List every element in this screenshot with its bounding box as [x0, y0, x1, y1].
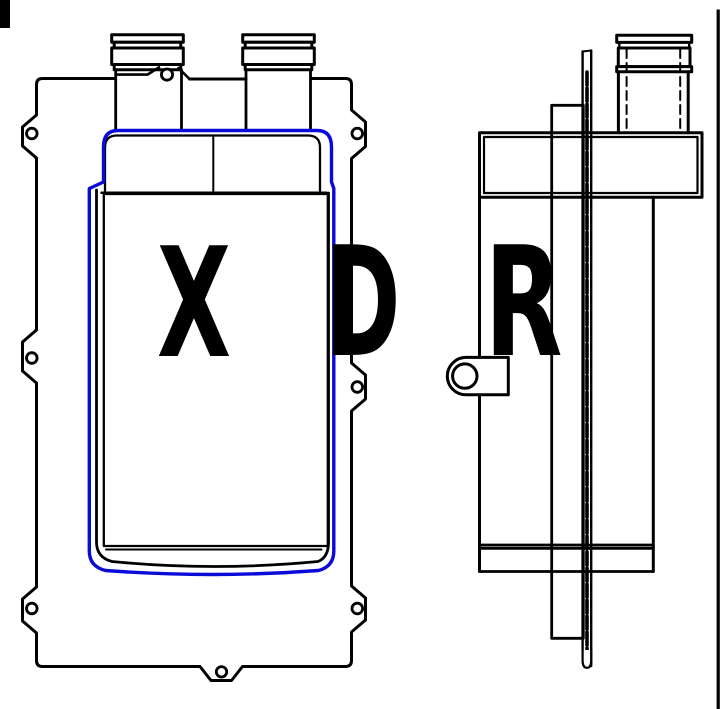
marking-side-body: R [485, 214, 563, 391]
screw-hole [25, 126, 39, 141]
screw-hole [350, 380, 365, 394]
screw-hole [350, 126, 365, 141]
label-area [102, 192, 329, 548]
screw-hole [214, 665, 229, 679]
connector-cap-left [110, 33, 191, 132]
cap-tether-detail [114, 66, 191, 81]
bottom-flange [478, 543, 655, 573]
marking-front-body: X [157, 215, 231, 392]
seal-gasket-outline [87, 128, 336, 577]
rear-bar [550, 103, 585, 640]
corner-mark [0, 0, 10, 28]
front-view: X D [21, 33, 401, 682]
side-view: R [445, 33, 704, 669]
screw-hole [350, 601, 365, 616]
device-body [95, 134, 330, 568]
plate-bottom-tip [581, 648, 593, 669]
body-outline [95, 188, 330, 568]
screw-hole [25, 351, 39, 365]
screw-hole [25, 601, 39, 616]
connector-cap-right [241, 33, 316, 132]
connector-hidden-lines [625, 48, 682, 132]
connector-side [615, 33, 694, 135]
grounding-lug [445, 355, 510, 397]
marking-front-overlay: D [325, 214, 401, 391]
lug-hole [451, 362, 479, 390]
mounting-plate-outline [21, 77, 367, 682]
plate-screw-holes [25, 126, 365, 679]
tether-screw-hole [159, 67, 174, 82]
plate-edge-view [581, 49, 593, 669]
